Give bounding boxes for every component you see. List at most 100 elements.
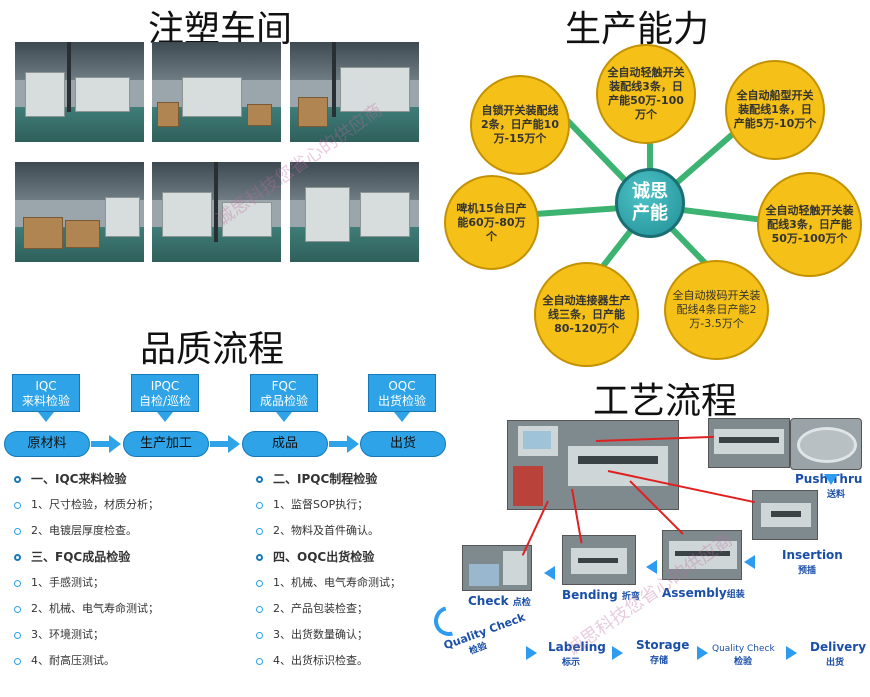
capacity-node: 自锁开关装配线2条，日产能10万-15万个 <box>470 75 570 175</box>
insertion-en: Insertion <box>782 548 843 562</box>
bullet-icon <box>256 501 263 509</box>
capacity-node: 全自动拨码开关装配线4条日产能2万-3.5万个 <box>664 260 769 360</box>
flow-arrow <box>544 566 555 580</box>
list-text: 1、监督SOP执行； <box>273 498 369 511</box>
list-text: 4、出货标识检查。 <box>273 654 368 667</box>
stage-shipping: 出货 <box>360 431 446 457</box>
list-item: 3、环境测试； <box>14 626 104 642</box>
list-item: 2、物料及首件确认。 <box>256 522 379 538</box>
capacity-node-text: 全自动连接器生产线三条，日产能80-120万个 <box>542 293 631 335</box>
list-item: 1、手感测试； <box>14 574 104 590</box>
capacity-node-text: 全自动船型开关装配线1条，日产能5万-10万个 <box>733 89 817 130</box>
bullet-icon <box>14 605 21 613</box>
right-arrow <box>91 435 121 453</box>
list-text: 2、产品包装检查； <box>273 602 368 615</box>
capacity-node: 全自动船型开关装配线1条，日产能5万-10万个 <box>725 60 825 160</box>
stage-raw-material: 原材料 <box>4 431 90 457</box>
quality-check2-en: Quality Check <box>712 644 775 654</box>
labeling-cn: 标示 <box>562 658 581 668</box>
assembly-photo <box>662 530 742 580</box>
fqc-code: FQC <box>271 379 297 393</box>
iqc-code: IQC <box>35 379 57 393</box>
bullet-icon <box>14 527 21 535</box>
workshop-photo <box>15 42 144 142</box>
bullet-icon <box>256 657 263 665</box>
capacity-node: 啤机15台日产能60万-80万个 <box>444 175 539 270</box>
list-text: 2、电镀层厚度检查。 <box>31 524 137 537</box>
bullet-icon <box>14 554 21 561</box>
list-text: 1、手感测试； <box>31 576 104 589</box>
check-en: Check <box>468 594 509 608</box>
fqc-box: FQC 成品检验 <box>250 374 318 412</box>
down-arrow <box>394 412 410 422</box>
list-heading: 一、IQC来料检验 <box>14 470 126 487</box>
flow-arrow <box>612 646 623 660</box>
list-item: 2、产品包装检查； <box>256 600 368 616</box>
list-item: 3、出货数量确认； <box>256 626 368 642</box>
bullet-icon <box>256 579 263 587</box>
flow-arrow <box>697 646 708 660</box>
main-machine-photo <box>507 420 679 510</box>
bullet-icon <box>256 631 263 639</box>
stage-production: 生产加工 <box>123 431 209 457</box>
list-text: 4、耐高压测试。 <box>31 654 115 667</box>
oqc-code: OQC <box>388 379 416 393</box>
labeling-en: Labeling <box>548 640 606 654</box>
assembly-label: Assembly组装 <box>662 586 745 600</box>
storage-cn: 存储 <box>650 656 669 666</box>
capacity-node-text: 全自动轻触开关装配线3条，日产能50万-100万个 <box>607 66 685 121</box>
delivery-label: Delivery 出货 <box>810 640 866 668</box>
bending-photo <box>562 535 636 585</box>
storage-en: Storage <box>636 638 690 652</box>
down-arrow <box>276 412 292 422</box>
insertion-label: Insertion 预插 <box>782 548 843 576</box>
check-label: Check 点检 <box>468 594 531 608</box>
list-text: 3、出货数量确认； <box>273 628 368 641</box>
capacity-center-label: 诚思 产能 <box>632 181 668 224</box>
fqc-name: 成品检验 <box>259 394 308 408</box>
push-thru-cn: 送料 <box>827 490 846 500</box>
delivery-en: Delivery <box>810 640 867 654</box>
check-cn: 点检 <box>512 598 531 608</box>
right-arrow <box>329 435 359 453</box>
flow-arrow <box>646 560 657 574</box>
down-arrow <box>38 412 54 422</box>
list-item: 1、监督SOP执行； <box>256 496 368 512</box>
list-item: 1、机械、电气寿命测试； <box>256 574 401 590</box>
list-item: 2、电镀层厚度检查。 <box>14 522 137 538</box>
bullet-icon <box>14 501 21 509</box>
list-text: 三、FQC成品检验 <box>31 550 131 564</box>
assembly-en: Assembly <box>662 586 727 600</box>
quality-title: 品质流程 <box>140 329 285 370</box>
bullet-icon <box>256 605 263 613</box>
list-item: 4、耐高压测试。 <box>14 652 115 668</box>
oqc-box: OQC 出货检验 <box>368 374 436 412</box>
storage-label: Storage 存储 <box>636 638 689 666</box>
insertion-photo <box>752 490 818 540</box>
list-item: 4、出货标识检查。 <box>256 652 368 668</box>
workshop-photo <box>152 162 281 262</box>
bullet-icon <box>256 476 263 483</box>
list-text: 1、尺寸检验，材质分析； <box>31 498 159 511</box>
bending-label: Bending 折弯 <box>562 588 640 602</box>
list-heading: 二、IPQC制程检验 <box>256 470 377 487</box>
capacity-center: 诚思 产能 <box>615 168 685 238</box>
bullet-icon <box>14 579 21 587</box>
iqc-name: 来料检验 <box>21 394 70 408</box>
insertion-cn: 预插 <box>798 566 817 576</box>
stage-finished: 成品 <box>242 431 328 457</box>
list-text: 2、机械、电气寿命测试； <box>31 602 159 615</box>
ipqc-name: 自检/巡检 <box>138 394 192 408</box>
capacity-title: 生产能力 <box>565 9 710 50</box>
bending-cn: 折弯 <box>621 592 640 602</box>
delivery-cn: 出货 <box>826 658 845 668</box>
list-text: 一、IQC来料检验 <box>31 472 127 486</box>
list-text: 四、OQC出货检验 <box>273 550 375 564</box>
feeder-photo <box>708 418 790 468</box>
workshop-photo <box>152 42 281 142</box>
iqc-box: IQC 来料检验 <box>12 374 80 412</box>
bending-en: Bending <box>562 588 618 602</box>
list-item: 2、机械、电气寿命测试； <box>14 600 159 616</box>
workshop-photo <box>290 42 419 142</box>
assembly-cn: 组装 <box>726 590 745 600</box>
